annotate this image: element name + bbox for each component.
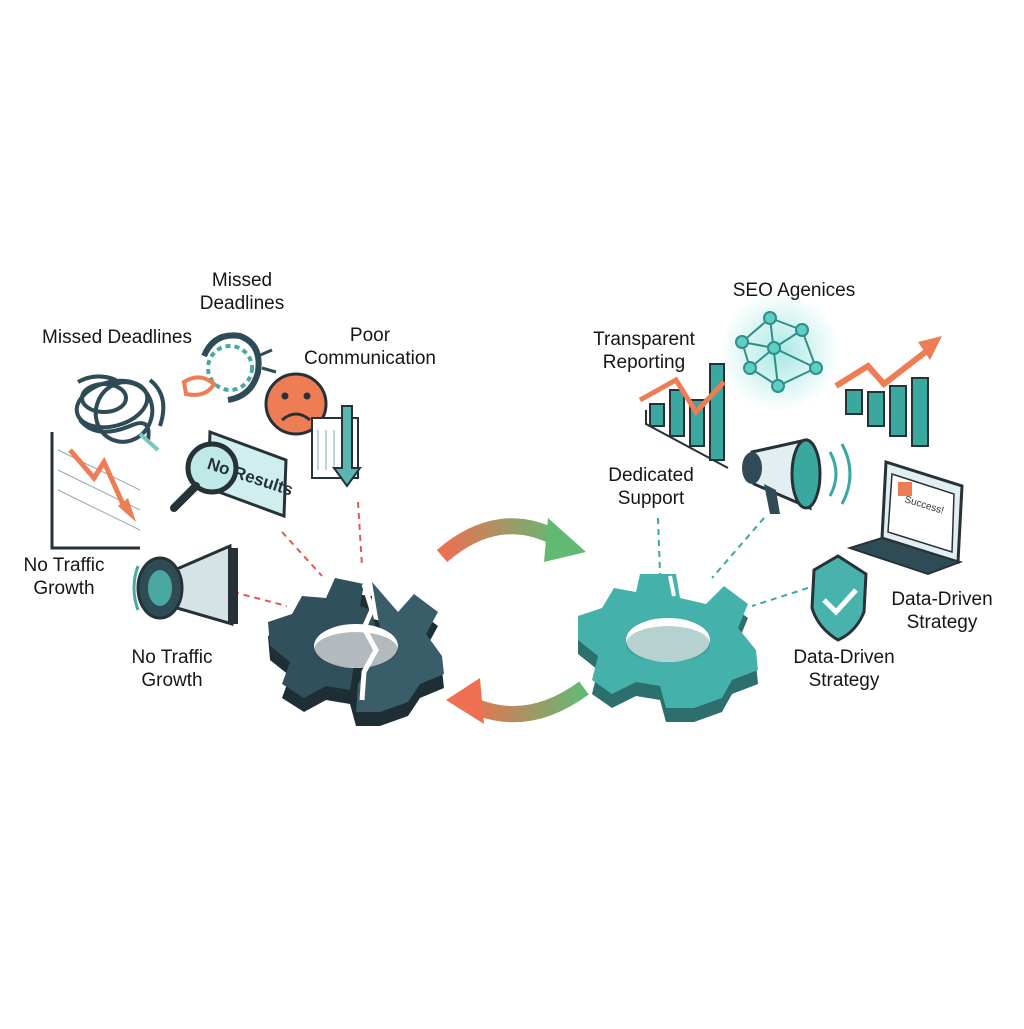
label-line: Missed	[211, 270, 273, 291]
label-no-traffic-growth-lower: No Traffic Growth	[122, 646, 222, 692]
megaphone-icon	[742, 438, 852, 514]
label-line: Reporting	[602, 352, 686, 373]
label-data-driven-strategy-right: Data-Driven Strategy	[880, 588, 1004, 634]
broken-clock-icon	[181, 332, 277, 403]
label-line: No Traffic	[23, 555, 105, 576]
label-line: Dedicated	[608, 465, 694, 486]
label-line: SEO Agenices	[732, 280, 856, 301]
label-line: Data-Driven	[793, 647, 895, 668]
label-missed-deadlines-top: Missed Deadlines	[192, 269, 292, 315]
label-line: Data-Driven	[891, 589, 993, 610]
label-data-driven-strategy-lower: Data-Driven Strategy	[782, 646, 906, 692]
label-poor-communication: Poor Communication	[296, 324, 444, 370]
network-icon	[720, 292, 840, 412]
solution-connectors	[657, 517, 809, 607]
label-line: No Traffic	[131, 647, 213, 668]
tangled-wires-icon	[74, 374, 166, 452]
problem-connectors	[232, 501, 363, 607]
declining-chart-icon	[311, 405, 362, 488]
label-line: Poor	[349, 325, 391, 346]
broken-gear-icon	[268, 578, 444, 726]
declining-chart-icon	[50, 432, 141, 550]
label-missed-deadlines-left: Missed Deadlines	[32, 326, 202, 349]
label-line: Strategy	[906, 612, 978, 633]
growth-chart-icon	[638, 363, 729, 469]
growth-chart-icon	[834, 336, 942, 447]
label-line: Deadlines	[199, 293, 285, 314]
label-transparent-reporting: Transparent Reporting	[584, 328, 704, 374]
label-line: Strategy	[808, 670, 880, 691]
label-line: Growth	[33, 578, 95, 599]
label-dedicated-support: Dedicated Support	[596, 464, 706, 510]
cycle-arrows-icon	[436, 518, 589, 724]
label-line: Missed Deadlines	[42, 327, 192, 348]
label-line: Growth	[141, 670, 203, 691]
megaphone-icon	[132, 543, 238, 627]
shield-check-icon	[810, 554, 868, 642]
repaired-gear-icon	[578, 574, 758, 722]
label-line: Transparent	[593, 329, 695, 350]
label-no-traffic-growth-upper: No Traffic Growth	[14, 554, 114, 600]
laptop-icon	[846, 459, 964, 576]
label-line: Communication	[304, 348, 436, 369]
label-line: Support	[617, 488, 685, 509]
magnifier-icon	[170, 429, 288, 519]
label-seo-agencies: SEO Agenices	[722, 279, 866, 302]
